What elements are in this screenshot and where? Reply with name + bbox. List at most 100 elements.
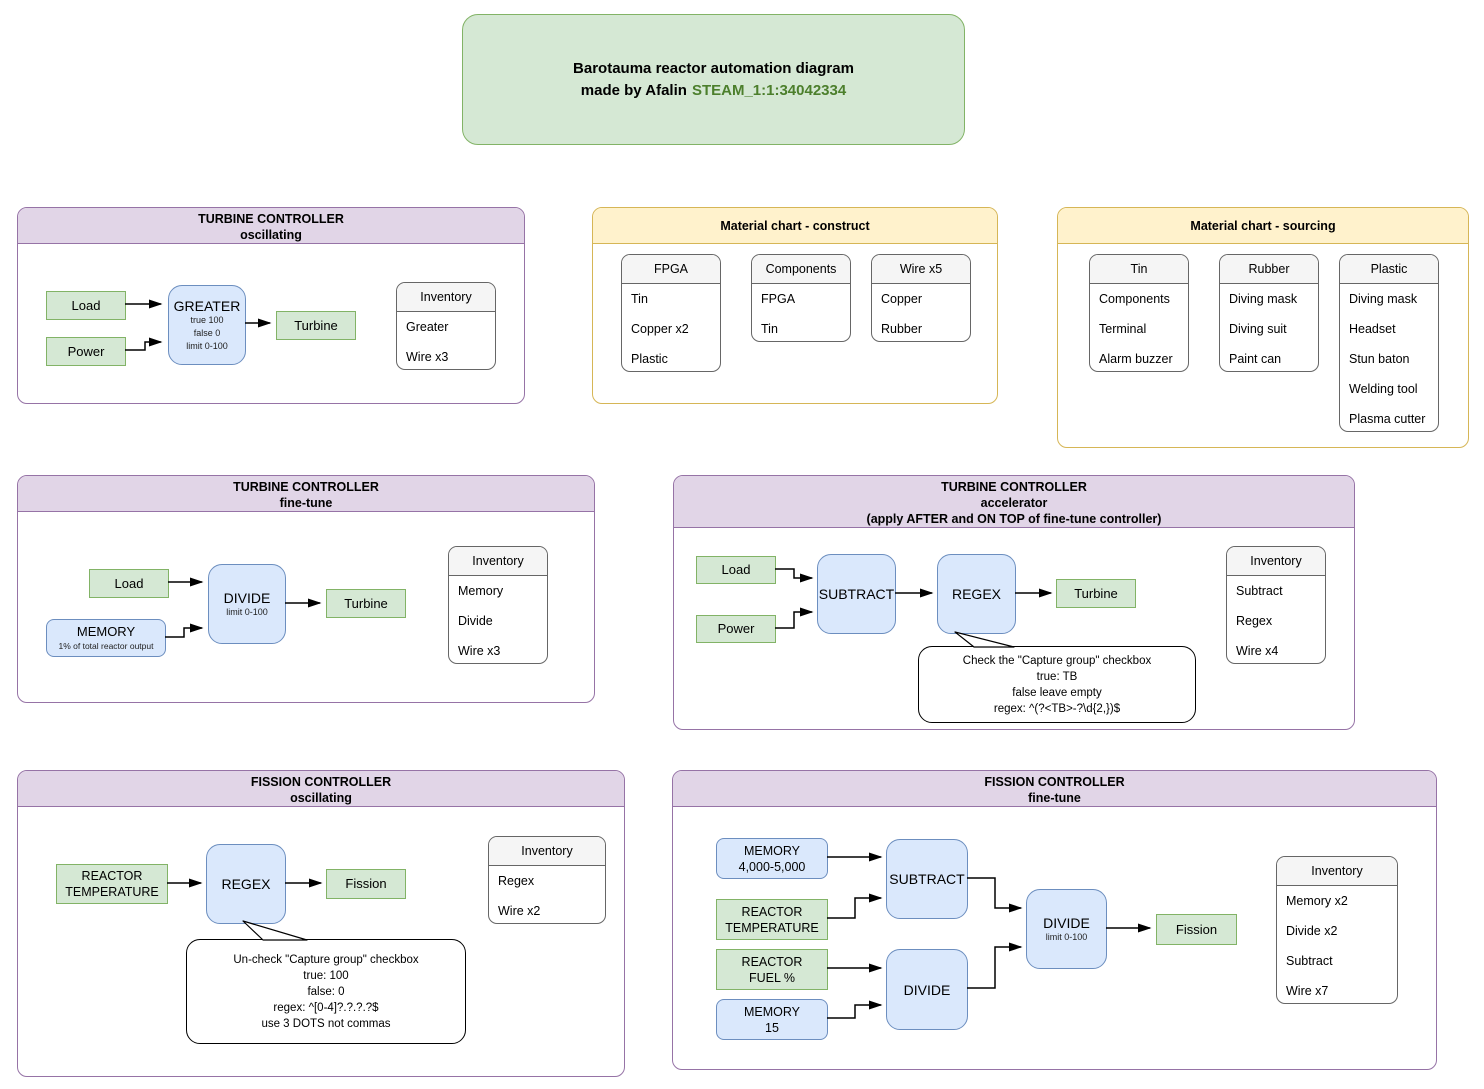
inventory-item: Wire x3	[458, 644, 501, 658]
node-subtract: SUBTRACT	[817, 554, 896, 634]
panel-header: FISSION CONTROLLER fine-tune	[673, 771, 1436, 807]
node-fission: Fission	[326, 869, 406, 899]
node-label: MEMORY	[76, 624, 136, 639]
panel-subtitle: accelerator	[980, 496, 1048, 510]
panel-subtitle: oscillating	[290, 791, 352, 805]
node-turbine: Turbine	[276, 311, 356, 340]
inventory-header: Inventory	[489, 837, 605, 866]
inventory-item: Divide	[458, 614, 493, 628]
inventory-item: Subtract	[1236, 584, 1283, 598]
panel-header: TURBINE CONTROLLER accelerator (apply AF…	[674, 476, 1354, 528]
bubble-line: regex: ^[0-4]?.?.?.?$	[273, 1001, 379, 1014]
panel-title: TURBINE CONTROLLER	[941, 480, 1087, 494]
material-card-fpga: FPGA Tin Copper x2 Plastic	[621, 254, 721, 372]
card-header: Wire x5	[872, 255, 970, 284]
inventory-box: Inventory Memory x2 Divide x2 Subtract W…	[1276, 856, 1398, 1004]
card-item: Rubber	[881, 322, 922, 336]
panel-header: TURBINE CONTROLLER fine-tune	[18, 476, 594, 512]
node-divide: DIVIDE	[886, 949, 968, 1030]
node-label: MEMORY	[743, 1004, 801, 1019]
panel-title: FISSION CONTROLLER	[984, 775, 1125, 789]
panel-title: FISSION CONTROLLER	[250, 775, 392, 789]
bubble-line: use 3 DOTS not commas	[261, 1017, 391, 1030]
bubble-line: true: 100	[303, 969, 349, 982]
inventory-item: Regex	[498, 874, 535, 888]
node-turbine: Turbine	[1056, 579, 1136, 608]
inventory-item: Wire x7	[1286, 984, 1329, 998]
inventory-header: Inventory	[449, 547, 547, 576]
panel-title: TURBINE CONTROLLER	[233, 480, 379, 494]
node-power: Power	[46, 337, 126, 366]
panel-fission-finetune: FISSION CONTROLLER fine-tune MEMORY 4,00…	[672, 770, 1437, 1070]
node-label: TEMPERATURE	[65, 885, 159, 899]
inventory-box: Inventory Regex Wire x2	[488, 836, 606, 924]
node-label: REACTOR	[81, 869, 143, 883]
panel-turbine-accelerator: TURBINE CONTROLLER accelerator (apply AF…	[673, 475, 1355, 730]
material-card-wire: Wire x5 Copper Rubber	[871, 254, 971, 342]
node-load: Load	[89, 569, 169, 598]
panel-turbine-oscillating: TURBINE CONTROLLER oscillating Load Powe…	[17, 207, 525, 404]
node-label: REACTOR	[741, 904, 803, 919]
speech-bubble-regex-settings: Check the "Capture group" checkbox true:…	[918, 646, 1196, 723]
panel-title: Material chart - sourcing	[1058, 208, 1468, 244]
card-item: Welding tool	[1349, 382, 1418, 396]
node-memory-4000-5000: MEMORY 4,000-5,000	[716, 838, 828, 879]
bubble-line: true: TB	[1036, 670, 1078, 683]
card-header: Tin	[1090, 255, 1188, 284]
bubble-line: regex: ^(?<TB>-?\d{2,})$	[993, 702, 1121, 715]
inventory-item: Subtract	[1286, 954, 1333, 968]
card-item: Diving mask	[1349, 292, 1418, 306]
panel-subtitle: fine-tune	[1028, 791, 1081, 805]
bubble-line: false: 0	[307, 985, 345, 998]
inventory-header: Inventory	[1277, 857, 1397, 886]
node-regex: REGEX	[206, 844, 286, 924]
card-item: Plastic	[631, 352, 668, 366]
panel-material-construct: Material chart - construct FPGA Tin Copp…	[592, 207, 998, 404]
diagram-title-box: Barotauma reactor automation diagram mad…	[462, 14, 965, 145]
panel-fission-oscillating: FISSION CONTROLLER oscillating REACTOR T…	[17, 770, 625, 1077]
inventory-item: Wire x2	[498, 904, 541, 918]
node-load: Load	[46, 291, 126, 320]
node-label: REACTOR	[741, 954, 803, 969]
speech-bubble-regex-settings: Un-check "Capture group" checkbox true: …	[186, 939, 466, 1044]
panel-header: FISSION CONTROLLER oscillating	[18, 771, 624, 807]
panel-material-sourcing: Material chart - sourcing Tin Components…	[1057, 207, 1469, 448]
card-header: Components	[752, 255, 850, 284]
card-item: Terminal	[1099, 322, 1147, 336]
panel-title: Material chart - construct	[593, 208, 997, 244]
card-item: Tin	[631, 292, 648, 306]
inventory-box: Inventory Memory Divide Wire x3	[448, 546, 548, 664]
node-label: MEMORY	[743, 843, 801, 858]
inventory-header: Inventory	[397, 283, 495, 312]
panel-title: TURBINE CONTROLLER	[198, 212, 344, 226]
inventory-item: Regex	[1236, 614, 1273, 628]
node-label: DIVIDE	[223, 589, 271, 606]
card-item: Stun baton	[1349, 352, 1410, 366]
node-param: limit 0-100	[186, 340, 228, 351]
node-label: TEMPERATURE	[725, 920, 819, 935]
node-reactor-temperature: REACTOR TEMPERATURE	[716, 899, 828, 940]
inventory-item: Greater	[406, 320, 449, 334]
material-card-components: Components FPGA Tin	[751, 254, 851, 342]
node-label: FUEL %	[748, 970, 796, 985]
inventory-item: Wire x3	[406, 350, 449, 364]
material-card-tin: Tin Components Terminal Alarm buzzer	[1089, 254, 1189, 372]
panel-turbine-finetune: TURBINE CONTROLLER fine-tune Load MEMORY…	[17, 475, 595, 703]
node-param: false 0	[193, 327, 221, 338]
card-item: Plasma cutter	[1349, 412, 1426, 426]
node-divide-limit: DIVIDE limit 0-100	[1026, 889, 1107, 969]
panel-subtitle: fine-tune	[279, 496, 333, 510]
material-card-plastic: Plastic Diving mask Headset Stun baton W…	[1339, 254, 1439, 432]
steam-id: STEAM_1:1:34042334	[691, 81, 847, 99]
node-param: limit 0-100	[1045, 931, 1088, 942]
card-item: Diving suit	[1229, 322, 1287, 336]
node-param: true 100	[190, 314, 224, 325]
node-divide: DIVIDE limit 0-100	[208, 564, 286, 644]
card-header: FPGA	[622, 255, 720, 284]
node-param: limit 0-100	[226, 606, 268, 617]
node-label: GREATER	[173, 297, 241, 314]
node-subtract: SUBTRACT	[886, 839, 968, 919]
card-item: Diving mask	[1229, 292, 1298, 306]
inventory-box: Inventory Subtract Regex Wire x4	[1226, 546, 1326, 664]
